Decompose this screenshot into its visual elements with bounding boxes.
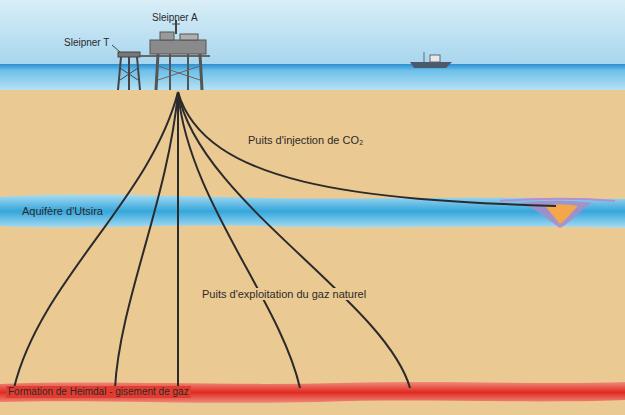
- formation-label: Formation de Heimdal - gisement de gaz: [6, 386, 191, 398]
- aquifer-band: [0, 195, 625, 228]
- well-label: Puits d'injection de CO₂: [246, 134, 365, 146]
- well-label: Puits d'exploitation du gaz naturel: [200, 288, 368, 300]
- sky: [0, 0, 625, 66]
- co2-plume: [500, 199, 615, 228]
- sleipner-a-platform: [140, 20, 210, 90]
- aquifer-label: Aquifère d'Utsira: [20, 205, 105, 217]
- platform-label: Sleipner T: [62, 37, 111, 49]
- gas-formation-band: [0, 382, 625, 403]
- wells: [14, 92, 556, 388]
- sleipner-t-platform: [112, 45, 140, 90]
- sea: [0, 64, 625, 90]
- platform-label: Sleipner A: [150, 12, 200, 24]
- ship: [410, 52, 452, 68]
